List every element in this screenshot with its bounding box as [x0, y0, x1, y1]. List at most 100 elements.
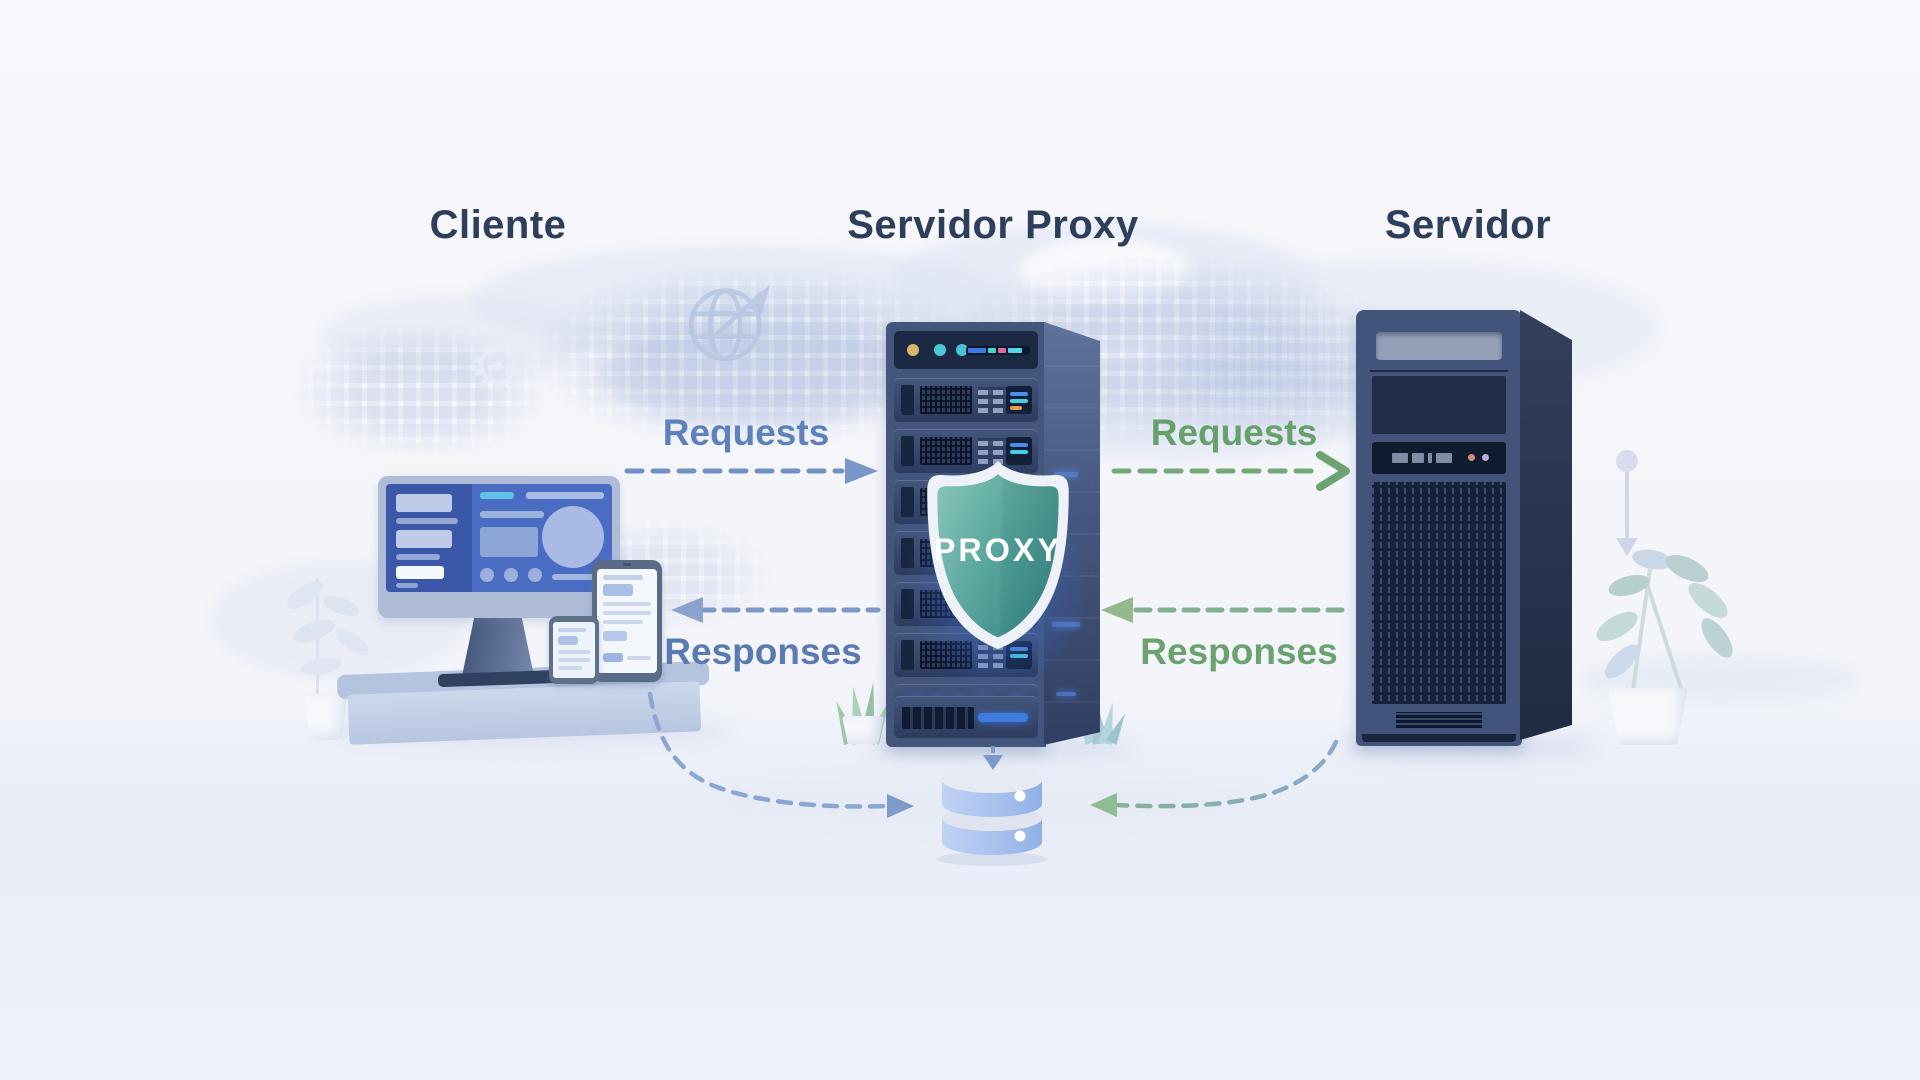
unit-keys [902, 707, 974, 729]
ui-dot [504, 568, 518, 582]
led-teal [934, 344, 946, 356]
plant-pot [304, 694, 348, 740]
ui-line [627, 656, 651, 660]
plant-leaf [1591, 605, 1643, 648]
tower-upper-panel [1372, 376, 1506, 434]
label-responses-server-proxy: Responses [1140, 631, 1338, 672]
client-phone [549, 616, 599, 684]
ui-chip [603, 631, 627, 641]
decor-circle [1616, 450, 1638, 472]
tower-drive-bay [1372, 442, 1506, 474]
tablet-screen [597, 569, 657, 673]
status-leds [966, 346, 1030, 355]
client-tablet [592, 560, 662, 682]
ui-line [603, 611, 651, 615]
ui-block [396, 530, 452, 548]
led-bar [1010, 406, 1022, 410]
rack-unit [894, 378, 1038, 422]
monitor-stand [462, 614, 534, 676]
monitor-screen-main [472, 484, 612, 592]
cloud [1020, 238, 1190, 302]
ui-line [480, 511, 544, 518]
proxy-shield-icon: PROXY [927, 461, 1069, 649]
tower-base [1362, 734, 1516, 742]
label-responses-proxy-client: Responses [664, 631, 862, 672]
database-disk-top [942, 767, 1042, 817]
led-yellow [907, 344, 919, 356]
ui-line [552, 574, 606, 580]
tower-bottom-vents [1396, 712, 1482, 728]
arrow-requests-client-to-proxy [624, 458, 878, 484]
label-requests-proxy-server: Requests [1150, 412, 1318, 453]
status-segment [1008, 348, 1022, 353]
tower-vent-grille [1372, 482, 1506, 704]
ui-line [396, 583, 418, 588]
tower-top-slot [1376, 332, 1502, 360]
led-bar [1010, 443, 1028, 447]
rack-unit-keys [894, 696, 1038, 738]
status-segment [988, 348, 996, 353]
unit-blue-bar [978, 713, 1028, 722]
gear-icon: ⚙ [468, 329, 528, 403]
ui-button [603, 653, 623, 662]
unit-led-panel [1006, 386, 1032, 414]
arrow-requests-proxy-to-server [1111, 451, 1350, 491]
ui-chip [558, 636, 578, 645]
server-tower [1356, 310, 1572, 746]
ui-dot [528, 568, 542, 582]
unit-slot [901, 385, 914, 415]
monitor-screen [386, 484, 612, 592]
tower-side-panel [1520, 310, 1572, 740]
ui-line [558, 658, 590, 662]
unit-grill [920, 386, 972, 414]
led-bar [1010, 450, 1028, 454]
decor-line [1625, 472, 1629, 538]
label-client: Cliente [429, 203, 567, 247]
tower-divider [1370, 370, 1508, 372]
client-monitor [378, 476, 620, 618]
ui-line [558, 650, 590, 654]
arrow-responses-server-to-proxy [1101, 597, 1348, 623]
ui-block [396, 494, 452, 512]
unit-slot [901, 589, 914, 619]
cloud [600, 328, 920, 424]
led-bar [1010, 392, 1028, 396]
unit-slot [901, 487, 914, 517]
side-glow-bar [1056, 692, 1076, 696]
agave-pot [842, 716, 884, 744]
shield-label: PROXY [934, 532, 1062, 568]
status-segment [968, 348, 986, 353]
tower-front-panel [1356, 310, 1522, 746]
database-icon [936, 767, 1048, 866]
ui-card [480, 527, 538, 557]
label-server: Servidor [1384, 203, 1552, 247]
led-bar [1010, 654, 1028, 658]
ui-line [396, 518, 458, 524]
ui-dot [480, 568, 494, 582]
unit-slot [901, 640, 914, 670]
ui-line [558, 628, 586, 632]
led-bar [1010, 399, 1028, 403]
tablet-camera [623, 563, 631, 566]
status-segment [998, 348, 1006, 353]
bay-chip [1412, 453, 1424, 463]
ui-accent-bar [480, 492, 514, 499]
label-requests-client-proxy: Requests [662, 412, 830, 453]
ui-line [526, 492, 604, 499]
unit-slot [901, 538, 914, 568]
monitor-screen-sidebar [386, 484, 472, 592]
unit-slot [901, 436, 914, 466]
ui-chip [603, 584, 633, 596]
plant-leaf [1682, 577, 1734, 624]
bay-led-purple [1482, 454, 1489, 461]
bay-chip [1392, 453, 1408, 463]
rack-top-panel [894, 331, 1038, 369]
database-shadow [936, 852, 1048, 866]
ui-line [603, 602, 651, 606]
ui-block [396, 566, 444, 579]
phone-screen [553, 622, 595, 678]
bay-led-orange [1468, 454, 1475, 461]
bay-chip [1436, 453, 1452, 463]
ui-line [603, 575, 643, 580]
label-proxy: Servidor Proxy [847, 203, 1139, 247]
